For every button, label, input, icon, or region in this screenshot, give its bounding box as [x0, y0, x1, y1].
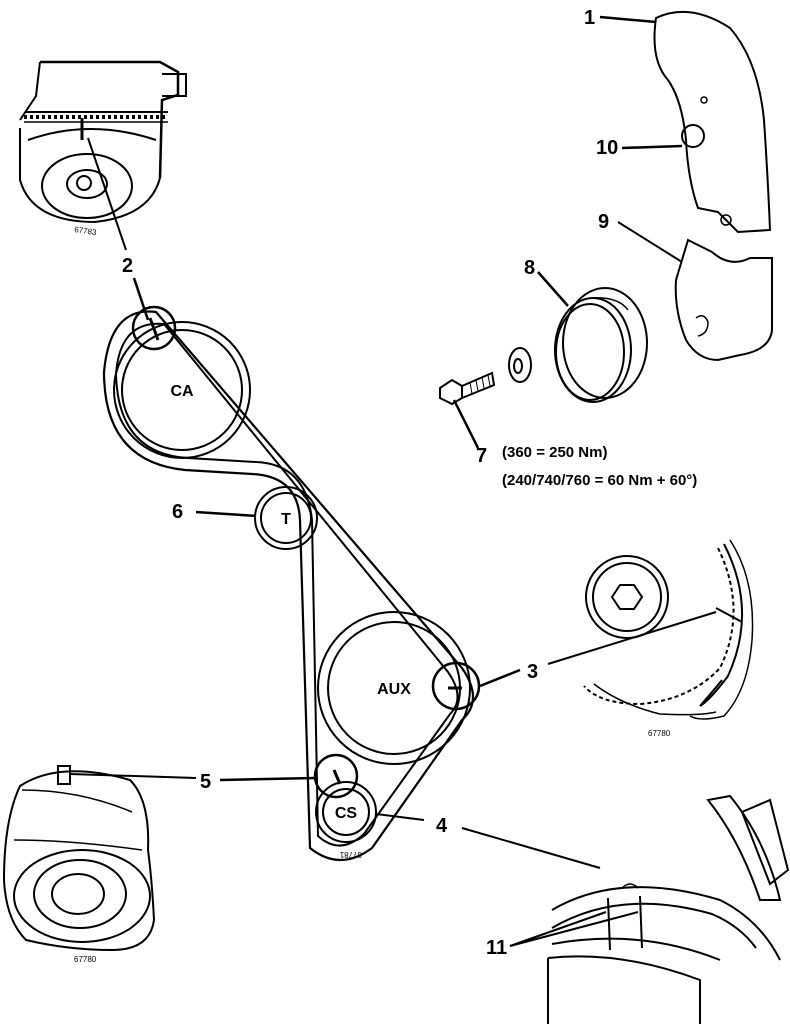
callout-1: 1 — [584, 7, 595, 29]
timing-mark-circles — [131, 305, 481, 799]
tensioner-pulley — [554, 287, 648, 403]
callout-3: 3 — [527, 661, 538, 683]
tensioner-bolt — [439, 371, 496, 406]
lower-timing-cover — [674, 238, 773, 362]
callout-4: 4 — [436, 815, 448, 837]
callout-11: 11 — [486, 937, 507, 959]
torque-specs: (360 = 250 Nm) (240/740/760 = 60 Nm + 60… — [502, 444, 697, 489]
camshaft-pulley: CA — [113, 321, 251, 459]
leader-lines — [69, 15, 717, 947]
figure-code-bottom-left: 67780 — [74, 955, 97, 964]
timing-belt — [102, 310, 475, 861]
callout-6: 6 — [172, 501, 183, 523]
torque-spec-240-740-760: (240/740/760 = 60 Nm + 60°) — [502, 472, 697, 489]
figure-code-top-left: 67783 — [74, 225, 98, 237]
pulley-label-cs: CS — [335, 805, 358, 822]
belt-marking-detail — [547, 794, 790, 1024]
pulley-label-aux: AUX — [377, 681, 411, 698]
svg-text:67780: 67780 — [648, 729, 671, 738]
torque-spec-360: (360 = 250 Nm) — [502, 444, 607, 461]
pulley-label-t: T — [281, 511, 291, 528]
callout-7: 7 — [476, 445, 487, 467]
tensioner-idler: T — [254, 486, 318, 550]
cover-plug — [681, 124, 705, 148]
camshaft-pulley-detail: 67783 — [19, 60, 187, 237]
crankshaft-pulley: CS 67781 — [315, 781, 377, 859]
figure-code-center: 67781 — [339, 850, 362, 859]
aux-gear-detail: 67780 — [583, 539, 754, 738]
callout-10: 10 — [596, 137, 618, 159]
washer — [508, 347, 532, 383]
callout-8: 8 — [524, 257, 535, 279]
callout-5: 5 — [200, 771, 211, 793]
aux-pulley: AUX — [317, 611, 471, 765]
crankshaft-pulley-detail: 67780 — [2, 765, 156, 964]
pulley-label-ca: CA — [170, 383, 194, 400]
callout-9: 9 — [598, 211, 609, 233]
upper-timing-cover — [653, 10, 772, 234]
callout-2: 2 — [122, 255, 133, 277]
callout-numbers: 1 2 3 4 5 6 7 8 9 10 11 — [122, 7, 618, 959]
